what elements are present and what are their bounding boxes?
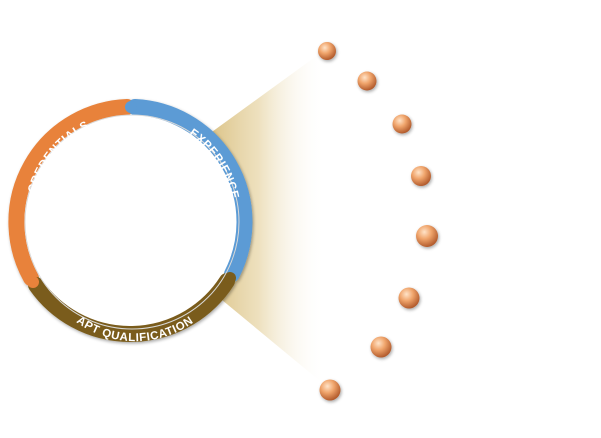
joint-left — [27, 276, 39, 288]
bullet-5 — [416, 225, 438, 247]
bullet-1 — [318, 42, 336, 60]
bullet-column — [318, 42, 438, 401]
bullet-2 — [357, 71, 377, 91]
ring — [8, 99, 253, 342]
bullet-3 — [392, 114, 412, 134]
segment-credentials — [8, 99, 135, 286]
bullet-8 — [319, 379, 341, 401]
joint-top — [125, 101, 137, 113]
bullet-6 — [398, 287, 420, 309]
bullet-4 — [411, 166, 431, 186]
segment-apt-qualification — [28, 273, 235, 342]
segment-experience — [127, 99, 253, 282]
bullet-7 — [370, 336, 392, 358]
joint-right — [224, 272, 236, 284]
